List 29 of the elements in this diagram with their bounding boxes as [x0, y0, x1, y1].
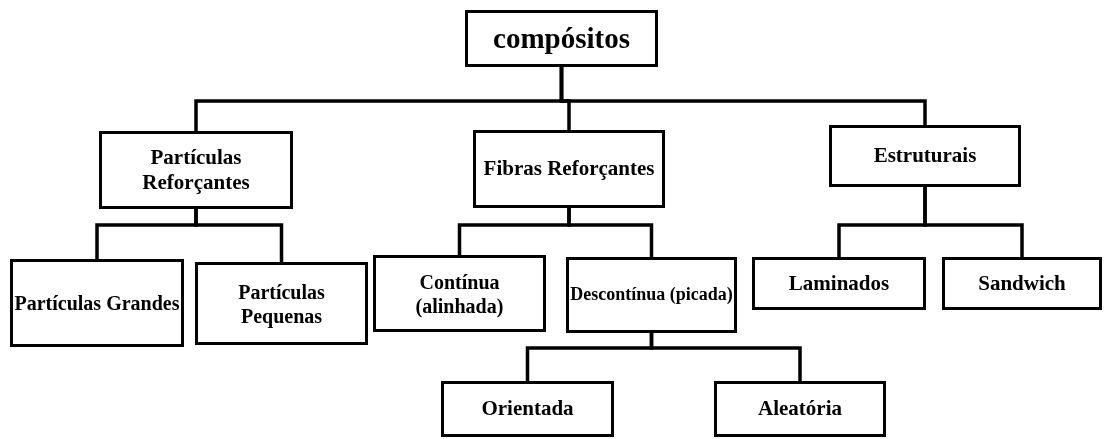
node-label: Aleatória — [758, 396, 842, 422]
node-label: Laminados — [788, 270, 890, 297]
node-label: Orientada — [481, 396, 574, 422]
category-box — [714, 381, 886, 437]
category-box — [195, 262, 368, 345]
connector-line — [194, 209, 284, 262]
category-box — [99, 131, 293, 209]
category-box — [829, 125, 1021, 187]
node-label: Fibras Reforçantes — [483, 156, 655, 182]
category-box — [465, 10, 658, 67]
category-box — [752, 257, 926, 310]
connector-line — [559, 67, 927, 125]
connector-line — [923, 187, 1024, 257]
category-box — [566, 257, 737, 333]
category-box — [473, 130, 665, 208]
node-label: Descontínua (picada) — [570, 284, 733, 306]
node-label: Partículas Pequenas — [237, 279, 326, 328]
node-label: Partículas Grandes — [14, 291, 180, 315]
category-box — [10, 259, 184, 347]
node-label: Estruturais — [873, 143, 977, 169]
category-box — [373, 255, 546, 332]
category-box — [942, 257, 1102, 310]
node-label: Sandwich — [978, 270, 1066, 297]
node-label: Partículas Reforçantes — [141, 144, 251, 196]
node-label: compósitos — [493, 21, 630, 56]
category-box — [441, 381, 614, 437]
node-label: Contínua (alinhada) — [414, 269, 505, 318]
connector-line — [567, 208, 654, 257]
connector-line — [649, 333, 802, 381]
